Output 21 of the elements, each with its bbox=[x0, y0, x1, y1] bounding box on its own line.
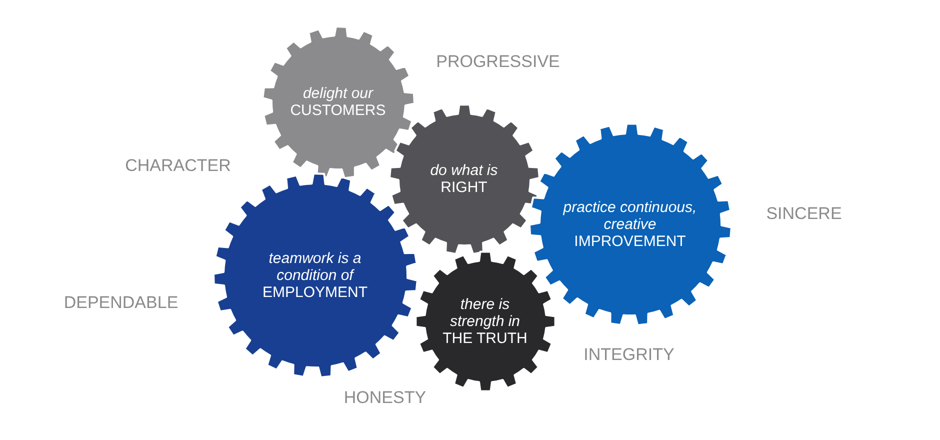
gear-phrase: teamwork is a condition of bbox=[268, 250, 362, 284]
gear bbox=[528, 122, 732, 326]
gear-keyword: RIGHT bbox=[440, 179, 488, 196]
gear-keyword: IMPROVEMENT bbox=[574, 232, 686, 250]
value-word: DEPENDABLE bbox=[64, 293, 178, 313]
gear bbox=[212, 172, 418, 378]
gear-phrase: do what is bbox=[430, 162, 498, 179]
gear-phrase: practice continuous, creative bbox=[562, 198, 698, 232]
value-word: HONESTY bbox=[344, 388, 426, 408]
gear bbox=[414, 250, 556, 392]
gear bbox=[260, 24, 416, 180]
gear-phrase: delight our bbox=[302, 85, 374, 102]
gear bbox=[388, 102, 540, 256]
gear-keyword: EMPLOYMENT bbox=[262, 284, 368, 300]
value-word: PROGRESSIVE bbox=[436, 52, 560, 72]
gear-keyword: CUSTOMERS bbox=[290, 102, 386, 119]
value-word: SINCERE bbox=[766, 204, 842, 224]
value-word: CHARACTER bbox=[125, 156, 231, 176]
value-word: INTEGRITY bbox=[584, 345, 674, 365]
gear-keyword: THE TRUTH bbox=[442, 330, 528, 346]
gear-phrase: there is strength in bbox=[448, 296, 522, 330]
